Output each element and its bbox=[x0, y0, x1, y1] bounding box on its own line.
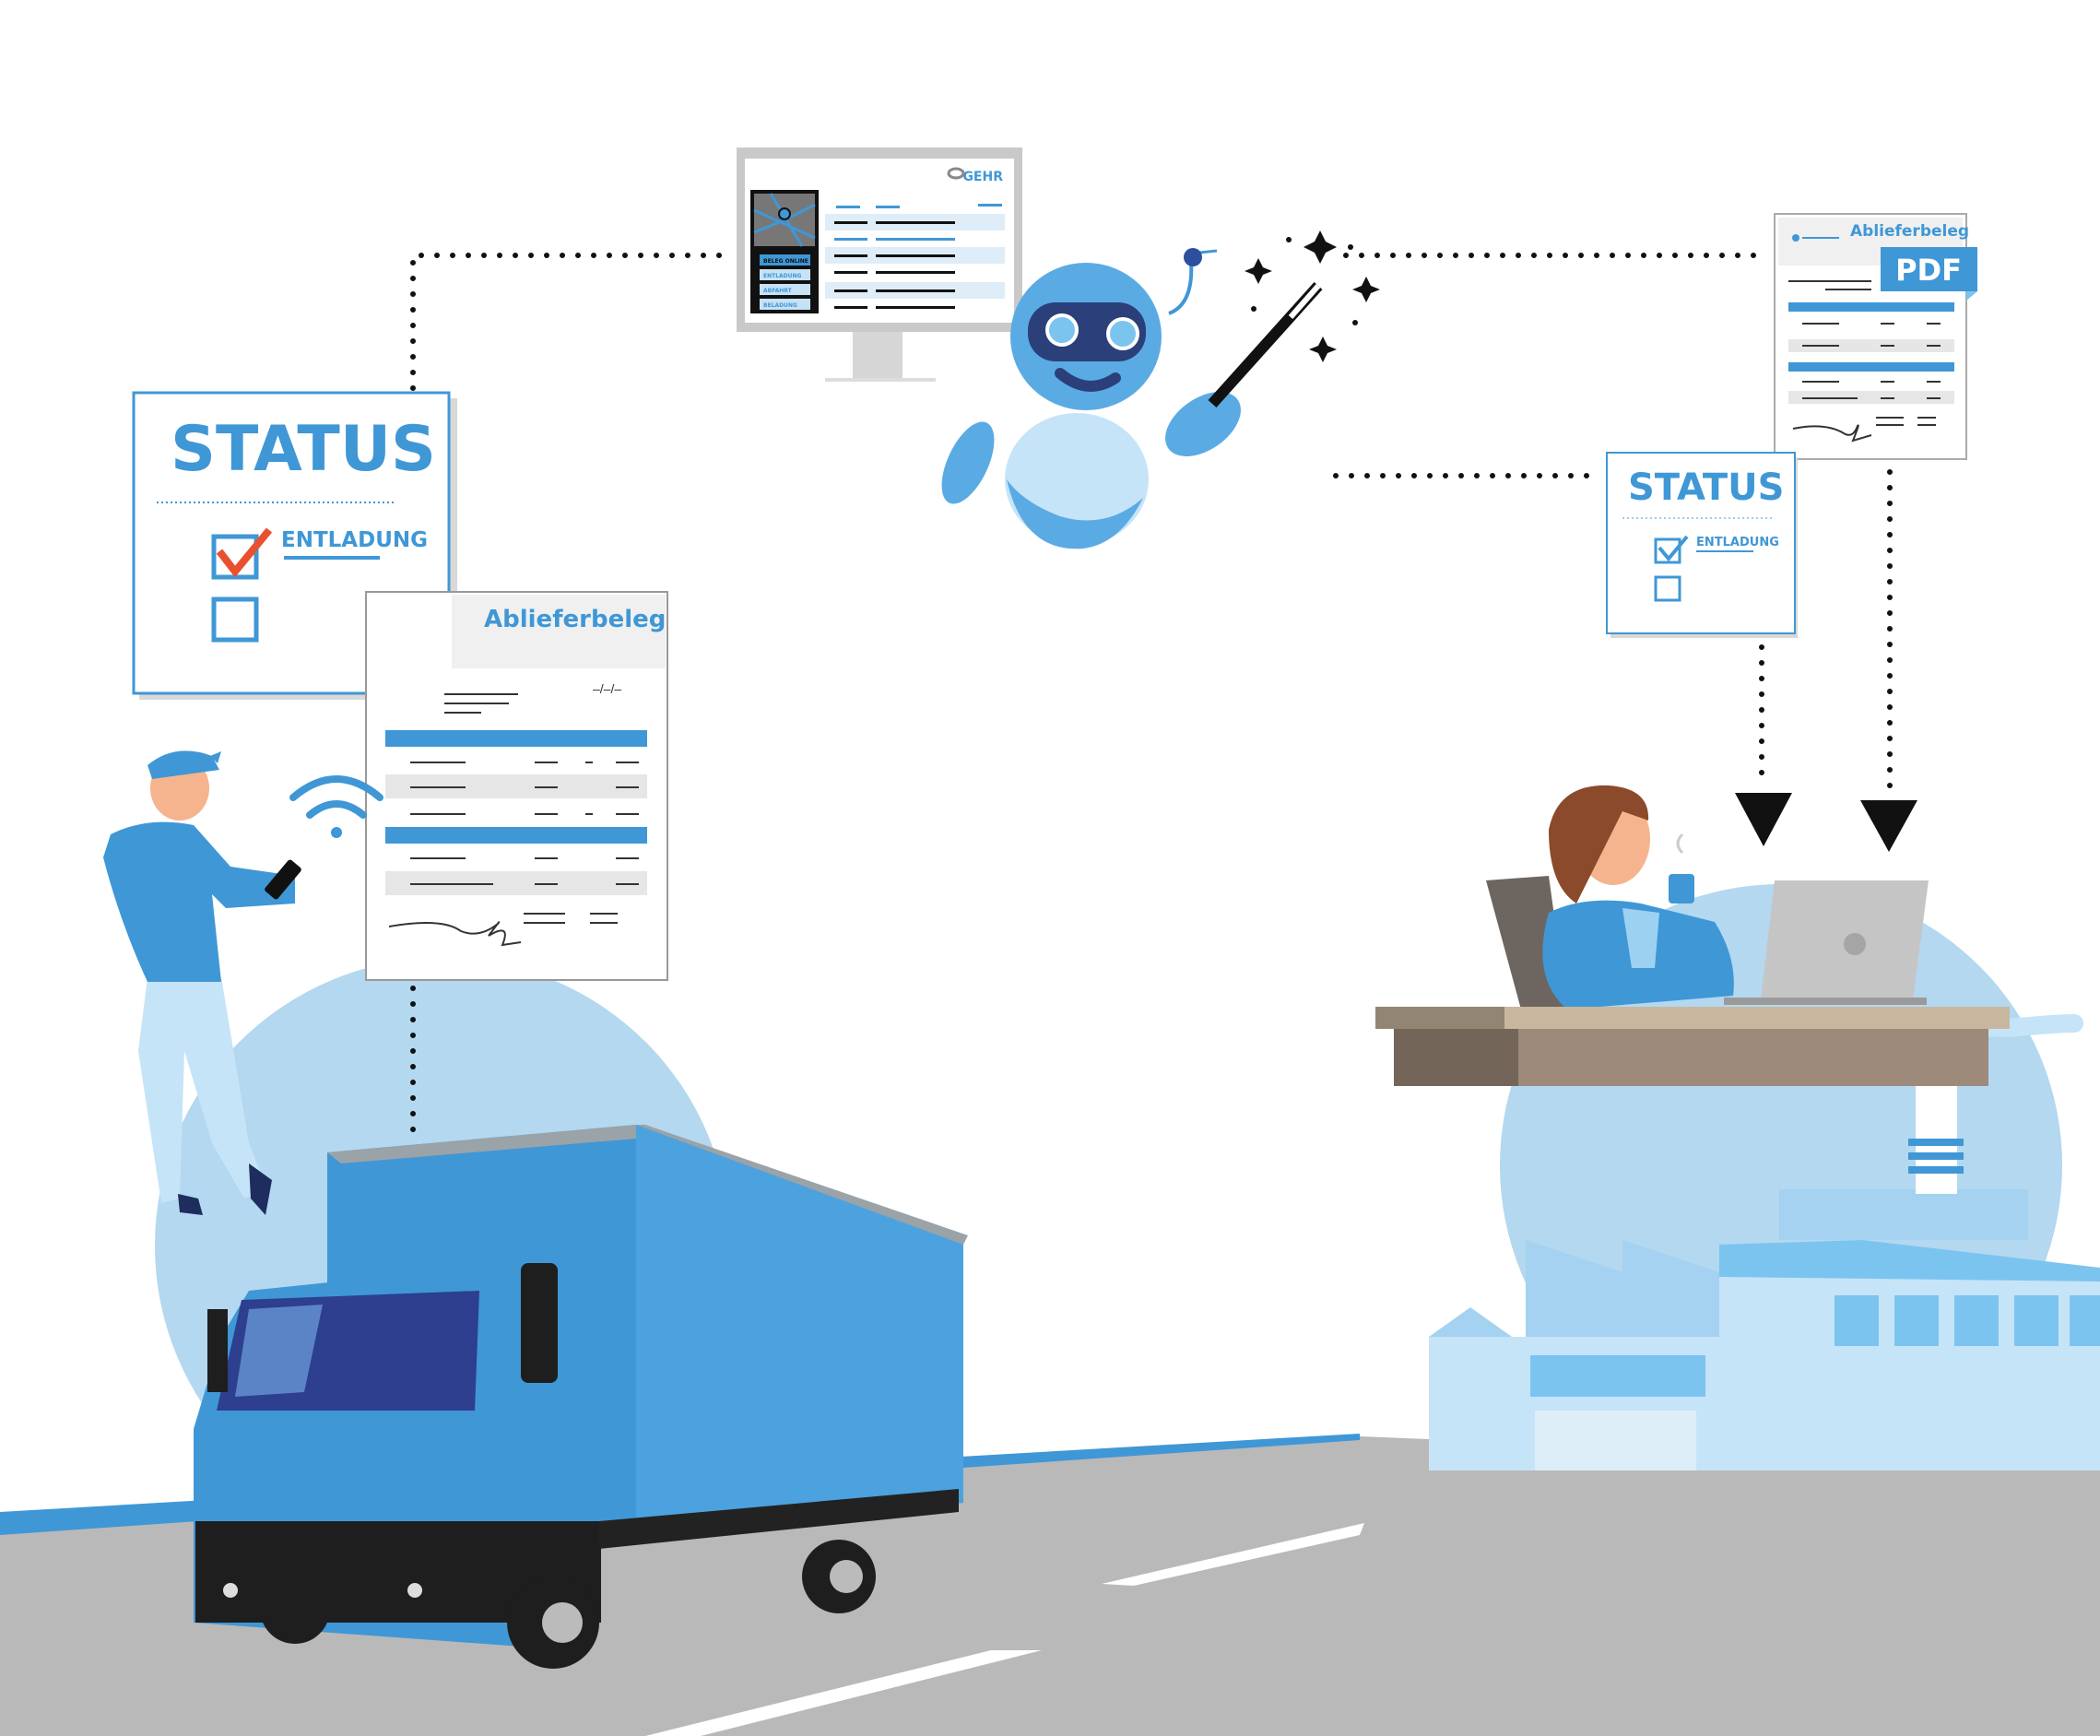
pdf-badge bbox=[1881, 247, 1977, 291]
receipt-left: Ablieferbeleg –/–/– bbox=[365, 591, 668, 981]
monitor: GEHR BELEG ONLINE ENTLADUNG ABFAHRT BELA… bbox=[737, 148, 1022, 382]
delivery-driver bbox=[103, 750, 383, 1215]
headlight bbox=[407, 1583, 422, 1598]
checkmark-icon bbox=[1658, 535, 1689, 562]
delivery-truck bbox=[194, 1125, 968, 1669]
receipt-title: Ablieferbeleg bbox=[484, 606, 666, 633]
signature bbox=[388, 921, 522, 947]
checkbox-unchecked bbox=[1654, 575, 1681, 602]
wheel bbox=[260, 1574, 330, 1644]
signature bbox=[1792, 424, 1872, 443]
status-title: STATUS bbox=[1628, 466, 1784, 509]
gehr-logo-mark bbox=[947, 167, 965, 180]
checkmark-icon bbox=[216, 527, 273, 578]
svg-text:BELADUNG: BELADUNG bbox=[763, 302, 797, 309]
pdf-receipt-title: Ablieferbeleg bbox=[1850, 222, 1969, 241]
status-item-label: ENTLADUNG bbox=[281, 528, 428, 552]
svg-text:ABFAHRT: ABFAHRT bbox=[763, 288, 793, 294]
smartphone bbox=[265, 859, 301, 900]
checkbox-unchecked bbox=[211, 596, 259, 643]
svg-text:BELEG ONLINE: BELEG ONLINE bbox=[763, 258, 808, 265]
status-title: STATUS bbox=[171, 413, 436, 486]
office-worker bbox=[1375, 785, 2010, 1086]
gehr-logo: GEHR bbox=[962, 170, 1003, 184]
pdf-badge-label: PDF bbox=[1895, 253, 1962, 288]
arrow-down-icon bbox=[1860, 800, 1917, 852]
status-item-label: ENTLADUNG bbox=[1696, 536, 1779, 549]
robot-assistant bbox=[941, 230, 1380, 549]
status-card-right: STATUS ENTLADUNG bbox=[1606, 452, 1798, 638]
svg-text:ENTLADUNG: ENTLADUNG bbox=[763, 273, 802, 279]
headlight bbox=[223, 1583, 238, 1598]
factory bbox=[1429, 1014, 2100, 1470]
dotted-connectors bbox=[410, 253, 1893, 1141]
monitor-table bbox=[825, 204, 1005, 309]
map-pin-icon bbox=[778, 207, 791, 220]
desk bbox=[1375, 1007, 2010, 1086]
wheel bbox=[507, 1577, 599, 1669]
receipt-date: –/–/– bbox=[593, 681, 621, 696]
wheel bbox=[802, 1540, 876, 1613]
wifi-icon bbox=[289, 775, 383, 838]
receipt-pdf: Ablieferbeleg PDF bbox=[1774, 213, 1977, 460]
sparkle-icons bbox=[1245, 230, 1380, 362]
checkbox-checked bbox=[1654, 537, 1681, 564]
arrow-down-icon bbox=[1735, 793, 1792, 846]
laptop bbox=[1724, 880, 1929, 1005]
monitor-menu: BELEG ONLINE ENTLADUNG ABFAHRT BELADUNG bbox=[760, 254, 810, 310]
coffee-mug bbox=[1669, 874, 1694, 903]
